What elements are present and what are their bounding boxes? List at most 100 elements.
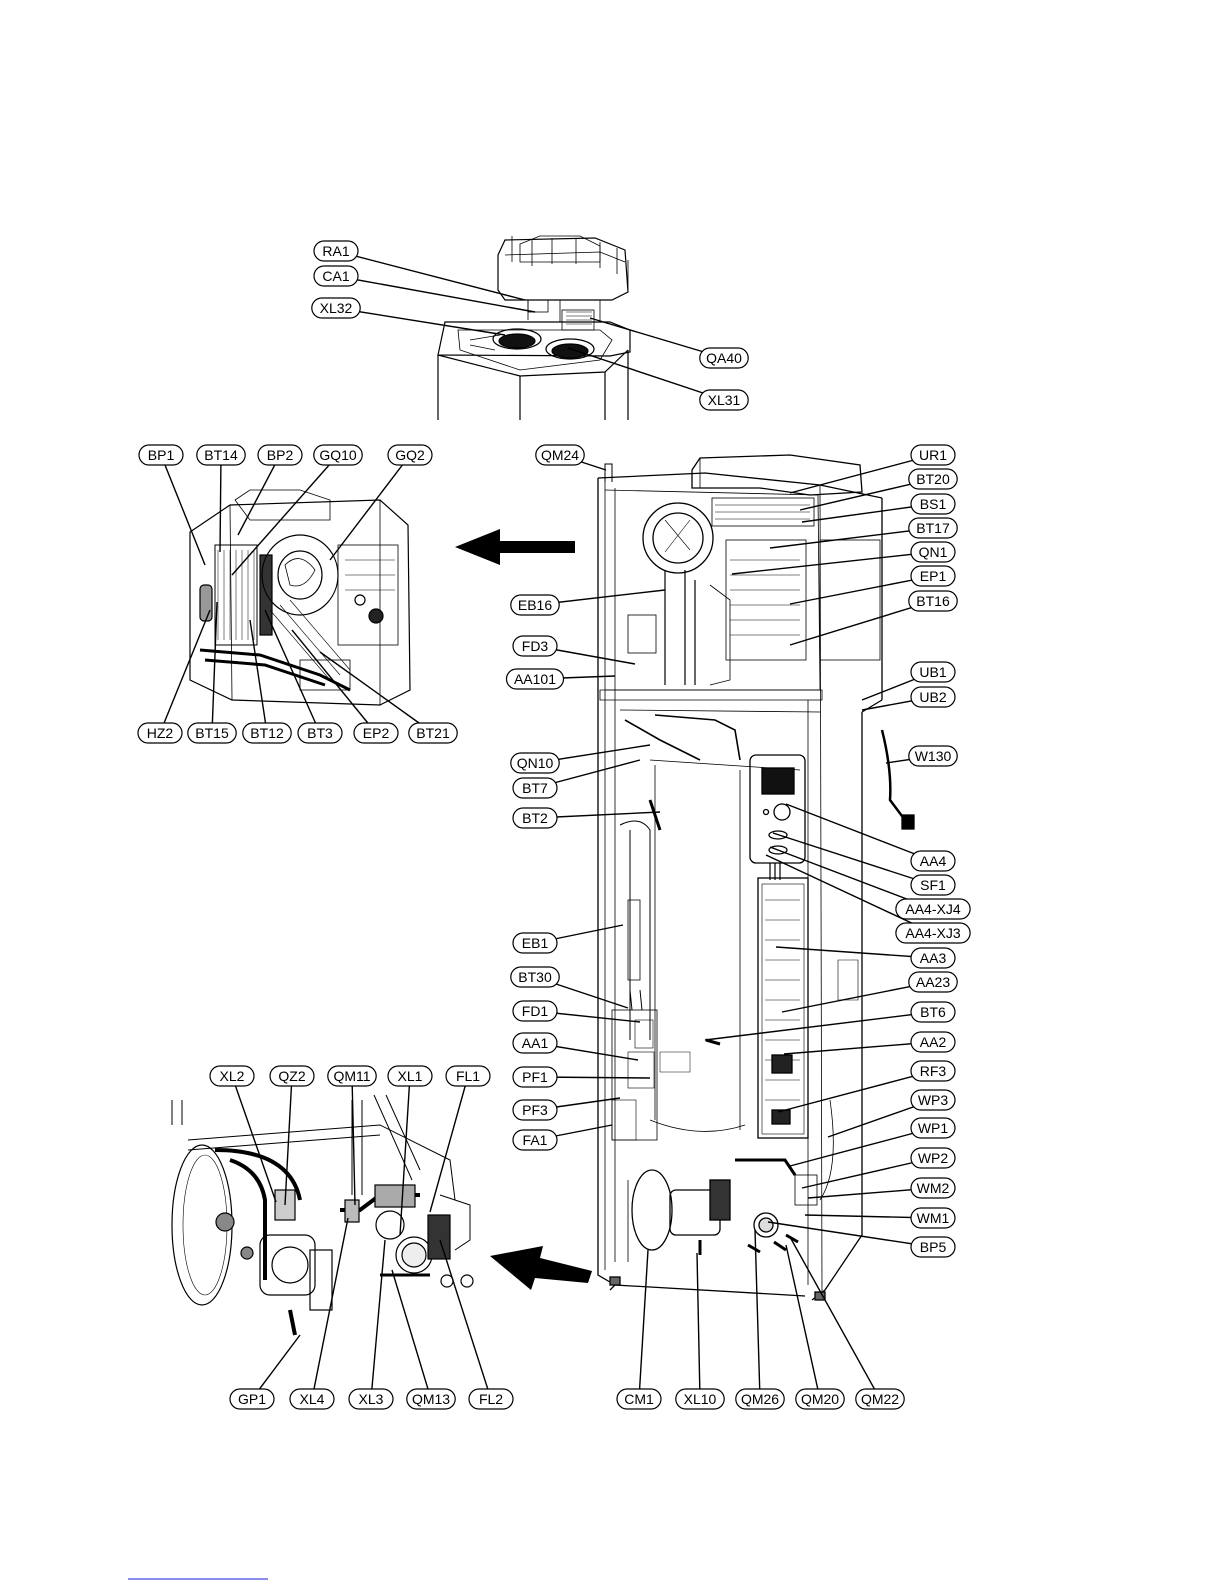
label-fd1: FD1 [522, 1003, 549, 1019]
label-badge-gp1 [229, 1388, 275, 1410]
leader-line-aa4-xj3 [765, 854, 934, 934]
label-bt30: BT30 [518, 969, 552, 985]
label-badge-fd1 [512, 1000, 558, 1022]
label-badge-bt2 [512, 807, 558, 829]
label-qm24: QM24 [541, 447, 579, 463]
label-bs1: BS1 [920, 496, 947, 512]
label-badge-gq10 [313, 444, 363, 466]
label-fl1: FL1 [456, 1068, 480, 1084]
label-bt14: BT14 [204, 447, 238, 463]
leader-line-bp1 [160, 454, 206, 566]
label-wm1: WM1 [917, 1210, 950, 1226]
label-aa2: AA2 [920, 1034, 947, 1050]
label-aa4-xj3: AA4-XJ3 [905, 925, 960, 941]
label-bt17: BT17 [916, 520, 950, 536]
label-badge-qz2 [269, 1065, 315, 1087]
arrow-to-cooling-module [455, 529, 575, 565]
label-bt6: BT6 [920, 1004, 946, 1020]
label-badge-bt3 [297, 722, 343, 744]
leader-line-aa4 [785, 803, 934, 862]
leader-line-xl4 [311, 1217, 349, 1400]
leader-line-gq2 [329, 454, 411, 561]
label-gq10: GQ10 [319, 447, 357, 463]
leader-line-xl31 [567, 347, 725, 401]
leader-line-bt21 [319, 651, 434, 734]
label-qm11: QM11 [333, 1068, 370, 1084]
label-sf1: SF1 [920, 877, 946, 893]
label-badge-xl2 [209, 1065, 255, 1087]
label-badge-aa2 [910, 1031, 956, 1053]
leader-line-bt15 [211, 601, 218, 734]
label-eb16: EB16 [518, 597, 552, 613]
label-badge-ra1 [313, 240, 359, 262]
leader-line-qm11 [351, 1075, 356, 1206]
label-bp1: BP1 [148, 447, 175, 463]
label-badge-bt16 [908, 590, 958, 612]
label-gp1: GP1 [238, 1391, 266, 1407]
label-badge-fl2 [468, 1388, 514, 1410]
label-cm1: CM1 [624, 1391, 654, 1407]
label-wp3: WP3 [918, 1092, 949, 1108]
label-badge-aa101 [505, 668, 565, 690]
label-w130: W130 [915, 748, 952, 764]
label-badge-w130 [908, 745, 958, 767]
label-xl4: XL4 [300, 1391, 325, 1407]
leader-line-qm20 [785, 1244, 821, 1400]
label-qm22: QM22 [861, 1391, 899, 1407]
label-badge-qm24 [535, 444, 585, 466]
label-badge-aa3 [910, 947, 956, 969]
label-badge-cm1 [616, 1388, 662, 1410]
label-ub2: UB2 [919, 689, 946, 705]
label-badge-qn10 [510, 752, 560, 774]
top-view-drawing [437, 235, 631, 420]
label-badge-qm22 [855, 1388, 905, 1410]
label-bt15: BT15 [195, 725, 229, 741]
label-qm26: QM26 [741, 1391, 779, 1407]
label-badge-bt17 [908, 517, 958, 539]
label-bt3: BT3 [307, 725, 333, 741]
label-qa40: QA40 [706, 350, 742, 366]
label-xl1: XL1 [398, 1068, 423, 1084]
label-xl31: XL31 [708, 392, 741, 408]
label-gq2: GQ2 [395, 447, 425, 463]
label-badge-bs1 [910, 493, 956, 515]
label-badge-bp1 [138, 444, 184, 466]
label-badge-qm13 [406, 1388, 456, 1410]
label-badge-bp2 [257, 444, 303, 466]
label-badge-bt15 [187, 722, 237, 744]
leader-line-xl3 [370, 1239, 386, 1400]
label-bt16: BT16 [916, 593, 950, 609]
label-badge-wp3 [910, 1089, 956, 1111]
arrows [455, 529, 592, 1290]
label-badge-ub2 [910, 686, 956, 708]
label-badge-bp5 [910, 1236, 956, 1258]
leader-line-bt6 [704, 1011, 934, 1041]
label-hz2: HZ2 [147, 725, 174, 741]
leader-line-fl2 [439, 1239, 492, 1400]
leader-line-bt14 [219, 454, 222, 553]
label-eb1: EB1 [522, 935, 549, 951]
label-wp1: WP1 [918, 1120, 949, 1136]
label-ub1: UB1 [919, 664, 946, 680]
label-bt21: BT21 [416, 725, 450, 741]
label-badge-qm26 [735, 1388, 785, 1410]
label-badge-qm20 [795, 1388, 845, 1410]
label-aa101: AA101 [514, 671, 556, 687]
label-fl2: FL2 [479, 1391, 503, 1407]
label-badge-xl32 [311, 297, 361, 319]
label-badge-pf1 [512, 1066, 558, 1088]
leader-line-bt12 [249, 619, 268, 734]
main-unit-drawing [597, 454, 915, 1301]
label-badge-aa4-xj4 [895, 898, 971, 920]
leader-line-hz2 [159, 609, 211, 734]
label-badge-bt20 [908, 468, 958, 490]
leader-line-aa23 [781, 981, 934, 1013]
label-badge-pf3 [512, 1099, 558, 1121]
leader-line-xl1 [399, 1075, 411, 1236]
label-badge-xl10 [675, 1388, 725, 1410]
leader-line-gq10 [231, 454, 339, 576]
label-badge-ur1 [910, 444, 956, 466]
label-aa3: AA3 [920, 950, 947, 966]
leader-line-ca1 [335, 275, 536, 313]
